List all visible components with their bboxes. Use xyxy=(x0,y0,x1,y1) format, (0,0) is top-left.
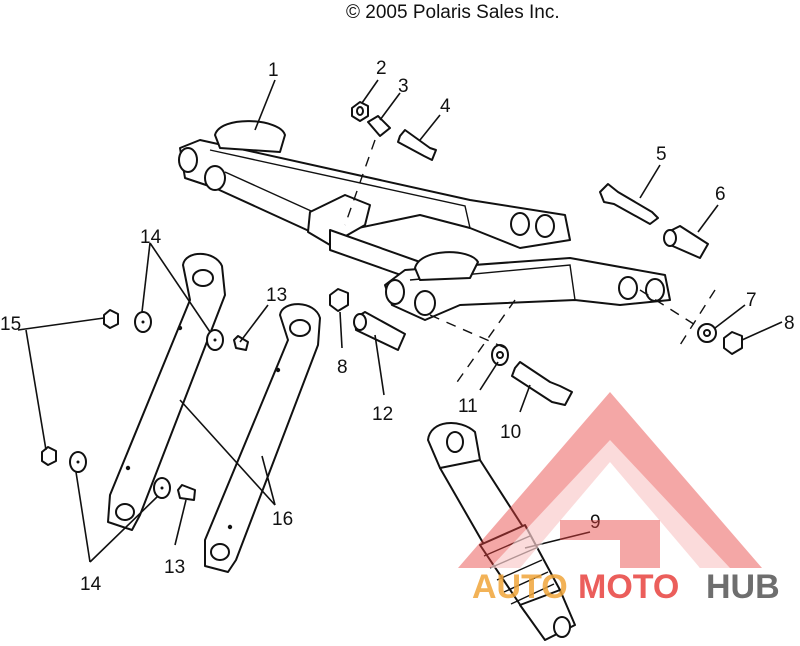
nut-15-top xyxy=(103,309,119,329)
leader-lines xyxy=(17,79,783,563)
watermark-text-hub: HUB xyxy=(706,568,780,606)
bushing-12 xyxy=(353,311,406,351)
link-16-left xyxy=(107,252,226,531)
callout-13-top: 13 xyxy=(266,285,287,306)
washer-11 xyxy=(491,344,509,366)
bushing-3 xyxy=(367,115,391,137)
alignment-line xyxy=(639,289,701,329)
alignment-line xyxy=(344,139,376,226)
bolt-4 xyxy=(397,129,437,161)
nut-8-right xyxy=(723,331,743,355)
washer-14-mid xyxy=(206,329,224,351)
callout-14-top: 14 xyxy=(140,227,162,248)
bolt-13-top xyxy=(233,335,249,351)
callout-1: 1 xyxy=(268,60,279,81)
bolt-5 xyxy=(599,183,659,225)
callout-15: 15 xyxy=(0,314,21,335)
nut-8-center xyxy=(329,288,349,312)
callout-4: 4 xyxy=(440,96,451,117)
washer-14-top xyxy=(134,311,152,333)
alignment-line xyxy=(454,299,516,386)
callout-12: 12 xyxy=(372,404,393,425)
callout-5: 5 xyxy=(656,144,667,165)
bolt-13-bottom xyxy=(177,484,196,501)
shock-absorber-9 xyxy=(427,421,576,641)
watermark-text-auto: AUTO xyxy=(472,568,568,606)
callout-3: 3 xyxy=(398,76,409,97)
nut-2 xyxy=(351,101,369,122)
callout-14-bottom: 14 xyxy=(80,574,102,595)
callout-8-center: 8 xyxy=(337,357,348,378)
callout-8-right: 8 xyxy=(784,313,795,334)
bushing-6 xyxy=(663,225,709,259)
callout-2: 2 xyxy=(376,58,387,79)
watermark-text-moto: MOTO xyxy=(578,568,679,606)
callout-7: 7 xyxy=(746,290,757,311)
callout-6: 6 xyxy=(715,184,726,205)
washer-7 xyxy=(697,323,717,343)
upper-swing-arm xyxy=(178,120,571,281)
alignment-line xyxy=(679,289,716,346)
copyright-text: © 2005 Polaris Sales Inc. xyxy=(346,2,560,23)
callout-16: 16 xyxy=(272,509,293,530)
link-16-right xyxy=(204,303,321,573)
washer-14-bottom xyxy=(69,451,87,473)
watermark-logo: AUTO MOTO HUB xyxy=(458,392,780,606)
alignment-line xyxy=(429,314,511,351)
callout-13-bottom: 13 xyxy=(164,557,185,578)
washer-14-lower-mid xyxy=(153,477,171,499)
callout-10: 10 xyxy=(500,422,521,443)
lower-swing-arm xyxy=(384,251,671,321)
nut-15-bottom xyxy=(41,446,57,466)
bolt-10 xyxy=(511,361,573,406)
callout-11: 11 xyxy=(458,396,478,417)
callout-9: 9 xyxy=(590,512,601,533)
